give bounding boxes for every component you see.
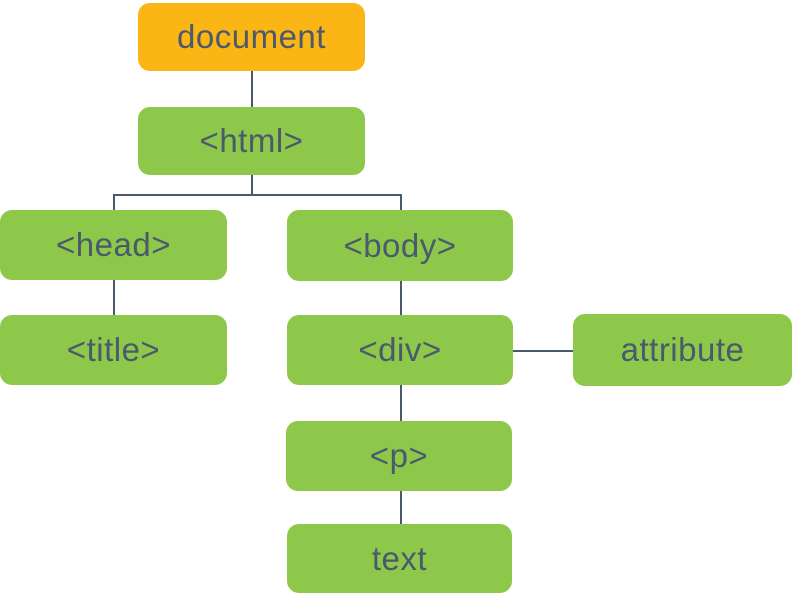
connector-head-title xyxy=(113,280,115,315)
node-document: document xyxy=(138,3,365,71)
connector-drop-body xyxy=(400,194,402,210)
node-html: <html> xyxy=(138,107,365,175)
node-title: <title> xyxy=(0,315,227,385)
connector-html-split xyxy=(113,194,402,196)
node-p: <p> xyxy=(286,421,512,491)
node-text: text xyxy=(287,524,512,593)
connector-drop-head xyxy=(113,194,115,210)
connector-body-div xyxy=(400,281,402,315)
connector-p-text xyxy=(400,491,402,524)
connector-document-html xyxy=(251,71,253,107)
node-attribute: attribute xyxy=(573,314,792,386)
node-div: <div> xyxy=(287,315,513,385)
connector-html-stub xyxy=(251,175,253,195)
node-head: <head> xyxy=(0,210,227,280)
node-body: <body> xyxy=(287,210,513,281)
connector-div-p xyxy=(400,385,402,421)
connector-div-attribute xyxy=(513,350,573,352)
